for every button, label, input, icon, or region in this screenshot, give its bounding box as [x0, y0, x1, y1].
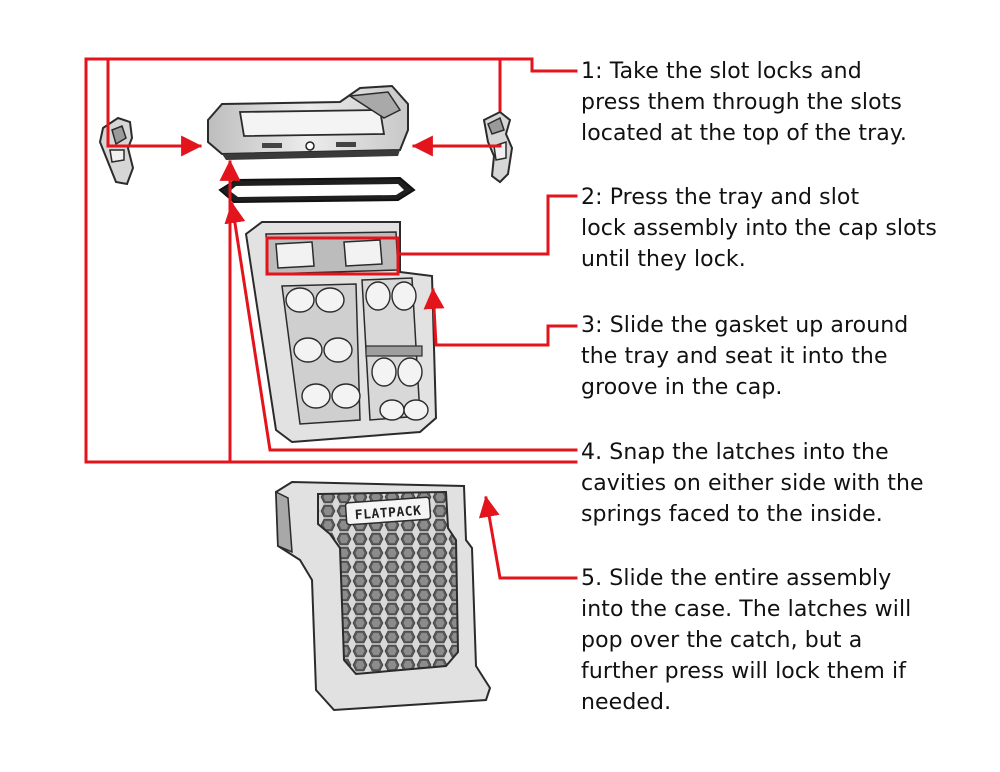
step-2-text: 2: Press the tray and slot lock assembly… — [581, 185, 937, 272]
cap-part — [207, 84, 409, 160]
step-3-text: 3: Slide the gasket up around the tray a… — [581, 313, 909, 400]
step-2-highlight — [265, 236, 400, 276]
flatpack-label: FLATPACK — [354, 504, 422, 524]
case-part: FLATPACK — [274, 480, 492, 712]
step-5-text: 5. Slide the entire assembly into the ca… — [581, 566, 912, 715]
gasket-part — [218, 176, 416, 204]
step-2-connector — [398, 194, 578, 256]
assembly-arrows — [84, 57, 578, 580]
step-1-connector — [84, 57, 578, 464]
step-3-connector — [423, 287, 578, 347]
step-1-arrow-left — [106, 57, 203, 157]
tray-part — [244, 221, 438, 444]
step-1-text: 1: Take the slot locks and press them th… — [581, 59, 907, 146]
step-3-gasket-arrow — [224, 201, 578, 452]
slot-lock-left — [98, 116, 135, 186]
step-5-connector — [478, 495, 578, 580]
step-4-text: 4. Snap the latches into the cavities on… — [581, 440, 924, 527]
